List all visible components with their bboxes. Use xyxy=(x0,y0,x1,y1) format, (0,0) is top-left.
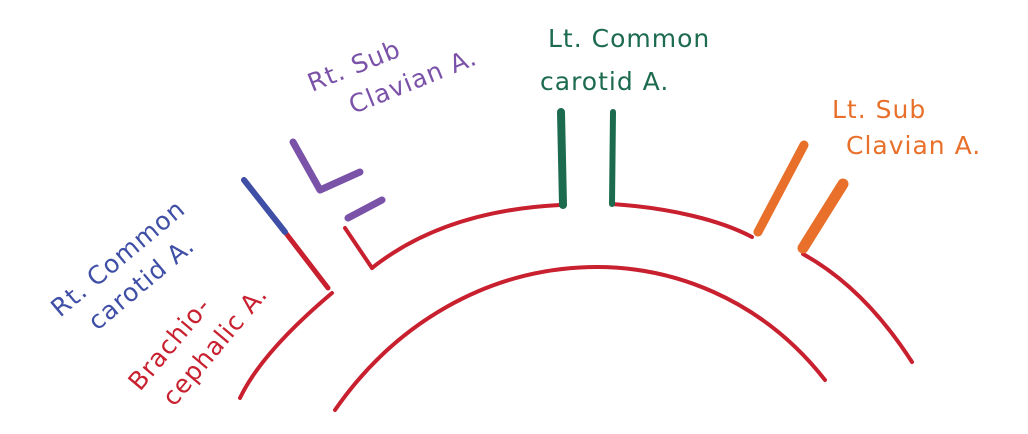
lt-common-carotid-label-line1: Lt. Common xyxy=(548,24,710,53)
brachiocephalic-trunk xyxy=(285,232,328,288)
lt-common-carotid-artery-left xyxy=(561,112,563,205)
aorta-top-curve xyxy=(372,205,560,268)
lt-common-carotid-artery-right xyxy=(612,112,613,204)
lt-subclavian-artery-left xyxy=(758,145,804,232)
rt-subclavian-branch xyxy=(348,200,382,218)
lt-common-carotid-label-line2: carotid A. xyxy=(540,67,669,96)
aorta-top-right-curve xyxy=(612,204,752,237)
lt-subclavian-artery-right xyxy=(803,184,843,248)
lt-subclavian-label-line2: Clavian A. xyxy=(846,131,981,160)
rt-subclavian-artery xyxy=(293,142,360,190)
rt-subclavian-root xyxy=(345,228,372,268)
lt-common-carotid-label: Lt. Common carotid A. xyxy=(540,24,710,96)
rt-common-carotid-artery xyxy=(244,180,285,232)
aorta-inner-curve xyxy=(335,267,825,410)
lt-subclavian-label: Lt. Sub Clavian A. xyxy=(832,95,981,160)
rt-subclavian-label: Rt. Sub Clavian A. xyxy=(303,9,481,131)
aorta-right-descending xyxy=(803,254,912,362)
lt-subclavian-label-line1: Lt. Sub xyxy=(832,95,926,124)
